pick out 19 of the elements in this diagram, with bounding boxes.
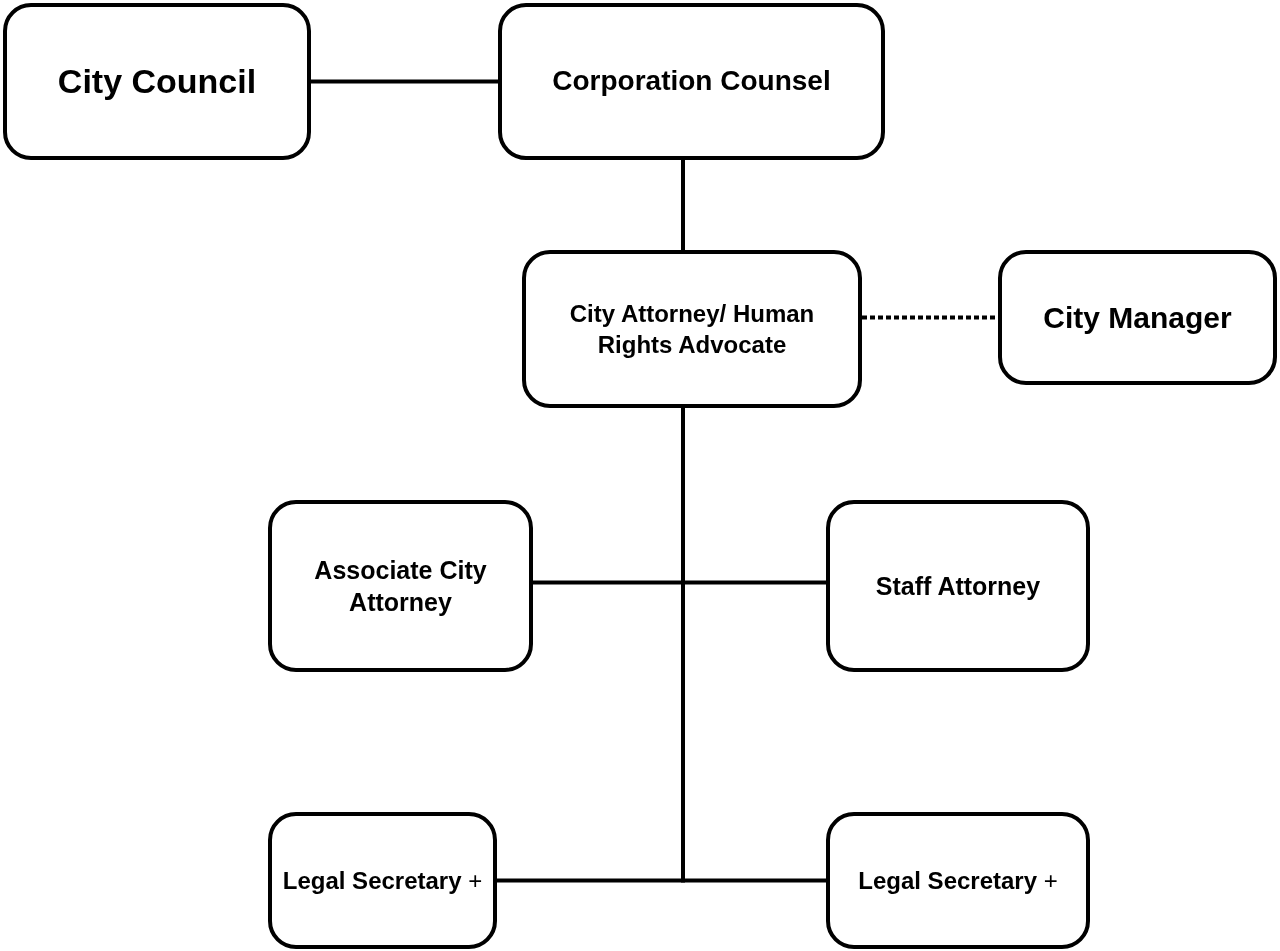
org-box [498,3,885,160]
org-box [522,250,862,408]
box-label: Legal Secretary + [282,865,483,896]
box-label: City Council [57,61,257,103]
org-box [998,250,1277,385]
org-box [3,3,311,160]
org-box [826,812,1090,949]
box-label: Corporation Counsel [552,64,831,99]
org-box [268,812,497,949]
dotted-connector [862,315,998,320]
org-box [826,500,1090,672]
connector-line [681,160,685,250]
box-label: Associate City Attorney [313,554,488,618]
connector-line [311,79,498,84]
org-box [268,500,533,672]
box-label: Legal Secretary + [858,865,1058,896]
box-label: Staff Attorney [875,570,1041,602]
box-label: City Attorney/ Human Rights Advocate [568,298,816,360]
box-label: City Manager [1043,300,1232,336]
